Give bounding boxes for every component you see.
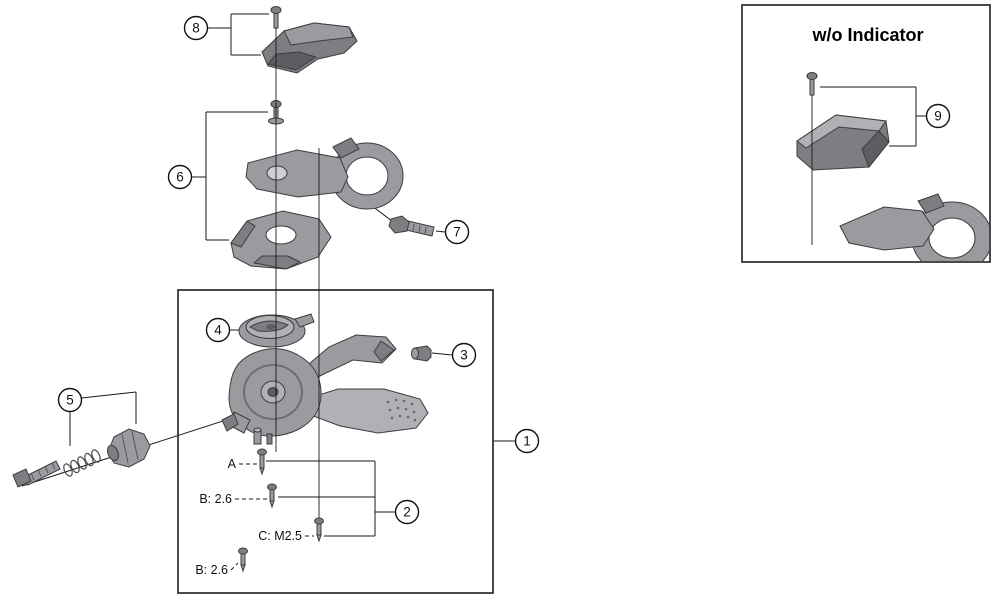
inset-title: w/o Indicator [811,25,923,45]
part-5-screw [12,460,61,488]
label-screw-a: A [228,457,237,471]
callout-7-number: 7 [453,225,461,240]
label-screw-b-upper: B: 2.6 [199,492,232,506]
callout-2-number: 2 [403,505,411,520]
callout-3-circle [451,342,477,368]
callout-4-number: 4 [214,323,222,338]
callout-9: 9 [925,103,951,129]
part-2-screw-b-upper [267,483,277,509]
part-9-screw [806,72,818,96]
leader-label-b-lower [230,562,239,571]
callout-9-number: 9 [934,109,942,124]
callout-8-number: 8 [192,21,200,36]
part-9-clamp [839,193,989,261]
callout-3-number: 3 [460,348,468,363]
barrel-knurl [121,430,139,464]
part-5-barrel-adjuster [106,428,151,468]
part-2-screw-c [314,517,324,543]
part-6-clamp-band [245,137,404,210]
callout-6: 6 [167,164,193,190]
main-lever-body [221,334,429,445]
callout-5: 5 [57,387,83,413]
paddle-texture-dots [386,398,417,422]
callout-9-circle [925,103,951,129]
inset-box [741,4,991,263]
part-2-screw-b-lower [238,547,248,573]
part-9-cover [796,114,890,171]
leader-part2-bracket [266,460,395,537]
leader-part9 [820,86,926,147]
part-4-indicator-dial [238,313,315,348]
callout-6-number: 6 [176,170,184,185]
callout-4: 4 [205,317,231,343]
callout-1-number: 1 [523,434,531,449]
callout-8-circle [183,15,209,41]
part-1-unit-box [177,289,494,594]
callout-7-circle [444,219,470,245]
part-5-spring [63,449,101,477]
part-7-fixing-bolt [388,215,435,237]
leader-part5 [69,391,137,446]
callout-1: 1 [514,428,540,454]
part-2-screw-a [257,448,267,476]
callout-3: 3 [451,342,477,368]
leader-part3 [431,352,453,356]
callout-6-circle [167,164,193,190]
callout-5-number: 5 [66,393,74,408]
callout-1-circle [514,428,540,454]
leader-part6 [192,111,268,241]
part-8-screw [270,6,282,29]
callout-5-circle [57,387,83,413]
callout-7: 7 [444,219,470,245]
leader-lines [21,13,926,571]
part-3-end-cap [411,345,432,362]
part-6-lever-housing [230,210,332,270]
label-screw-c: C: M2.5 [258,529,302,543]
bolt-threads [412,223,427,236]
callout-2: 2 [394,499,420,525]
callout-8: 8 [183,15,209,41]
part-8-top-cover [261,22,358,74]
leader-part8 [208,13,269,56]
label-screw-b-lower: B: 2.6 [195,563,228,577]
callout-4-circle [205,317,231,343]
screw-threads [30,462,56,481]
callout-2-circle [394,499,420,525]
